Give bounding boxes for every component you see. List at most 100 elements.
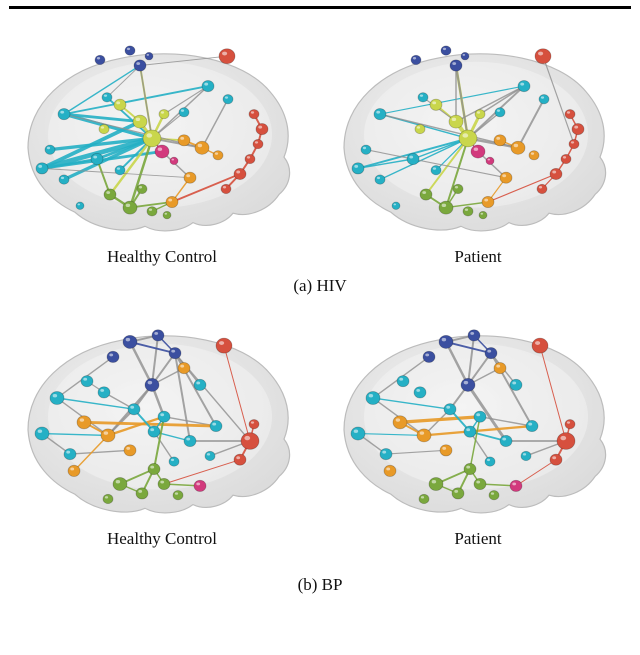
brain-node-highlight xyxy=(538,186,543,189)
brain-node xyxy=(568,138,580,150)
brain-edge xyxy=(469,430,507,442)
brain-node-highlight xyxy=(368,394,374,398)
brain-node xyxy=(438,334,454,349)
panel-bp-patient: Patient xyxy=(328,312,628,549)
brain-node-highlight xyxy=(441,203,447,208)
brain-node-highlight xyxy=(180,136,185,140)
brain-node-highlight xyxy=(382,450,387,454)
brain-node-highlight xyxy=(409,155,414,159)
brain-node-highlight xyxy=(540,96,545,99)
brain-node-highlight xyxy=(513,143,519,148)
brain-node-highlight xyxy=(157,147,163,151)
brain-edge xyxy=(422,96,457,123)
brain-node xyxy=(127,403,141,416)
brain-node xyxy=(392,415,408,430)
brain-node xyxy=(564,109,576,120)
brain-edge xyxy=(372,397,451,410)
brain-node xyxy=(204,450,216,462)
brain-node xyxy=(67,464,81,477)
brain-node xyxy=(122,200,138,215)
brain-node-highlight xyxy=(441,337,447,342)
brain-node xyxy=(440,45,452,56)
brain-edge xyxy=(201,98,229,149)
brain-node xyxy=(212,150,224,161)
brain-edge xyxy=(479,483,517,487)
brain-node xyxy=(499,171,513,184)
brain-node-highlight xyxy=(196,381,201,385)
brain-node-highlight xyxy=(535,341,541,345)
brain-node xyxy=(360,144,372,155)
brain-node-highlight xyxy=(70,467,75,471)
brain-node xyxy=(133,59,147,72)
brain-edge xyxy=(455,85,525,123)
brain-node xyxy=(549,167,563,180)
brain-node-highlight xyxy=(106,191,111,195)
brain-node-highlight xyxy=(454,186,459,189)
brain-edge xyxy=(357,158,414,170)
brain-node xyxy=(564,419,576,430)
brain-node-highlight xyxy=(93,155,98,159)
brain-node xyxy=(422,350,436,363)
brain-node-highlight xyxy=(476,413,481,417)
brain-node-highlight xyxy=(446,405,451,409)
brain-node xyxy=(233,453,247,466)
brain-node-highlight xyxy=(104,496,109,499)
brain-node xyxy=(396,375,410,388)
brain-node-highlight xyxy=(147,380,153,385)
brain-node-highlight xyxy=(484,198,489,202)
brain-node xyxy=(473,478,487,490)
brain-node-highlight xyxy=(463,380,469,385)
brain-node-highlight xyxy=(496,136,501,140)
brain-node xyxy=(35,162,49,175)
brain-node-highlight xyxy=(196,482,201,486)
brain-figure-hiv-patient xyxy=(343,45,607,232)
brain-node xyxy=(478,210,488,220)
brain-node-highlight xyxy=(490,492,495,495)
brain-node-highlight xyxy=(250,111,255,114)
brain-node-highlight xyxy=(258,125,263,129)
brain-edge xyxy=(95,137,154,161)
brain-node xyxy=(410,54,422,65)
brain-node-highlight xyxy=(412,57,417,60)
brain-node xyxy=(194,140,210,155)
brain-node-highlight xyxy=(574,125,579,129)
brain-node-highlight xyxy=(487,349,492,353)
brain-node-highlight xyxy=(451,117,457,122)
brain-node-highlight xyxy=(219,341,225,345)
brain-node xyxy=(536,183,548,194)
brain-figure-hiv-healthy xyxy=(27,45,291,232)
brain-node xyxy=(57,108,71,121)
brain-edge xyxy=(56,397,135,410)
brain-edge xyxy=(62,112,142,124)
brain-node xyxy=(75,201,85,210)
brain-node-highlight xyxy=(125,337,131,342)
brain-node xyxy=(255,123,269,136)
brain-node xyxy=(448,114,464,129)
brain-edge xyxy=(445,340,492,355)
brain-node xyxy=(248,109,260,120)
brain-node xyxy=(439,444,453,457)
figure-a-hiv: Healthy Control Patient (a) HIV xyxy=(0,30,640,296)
brain-node xyxy=(481,196,495,208)
subcaption-b-bp: (b) BP xyxy=(297,575,343,594)
brain-node-highlight xyxy=(250,421,255,424)
brain-node-highlight xyxy=(116,101,121,105)
brain-node xyxy=(417,92,429,103)
brain-node xyxy=(97,386,111,399)
brain-node-highlight xyxy=(425,353,430,357)
brain-node-highlight xyxy=(486,458,491,462)
brain-node xyxy=(463,425,477,438)
brain-edge xyxy=(385,449,447,455)
brain-node xyxy=(418,493,430,505)
brain-node xyxy=(178,107,190,118)
brain-node-highlight xyxy=(174,492,179,495)
brain-edge xyxy=(365,149,507,179)
brain-node xyxy=(413,386,427,399)
brain-node-highlight xyxy=(496,109,501,112)
brain-figure-bp-healthy xyxy=(27,329,291,514)
brain-node-highlight xyxy=(126,446,131,450)
figure-a-row: Healthy Control Patient xyxy=(0,30,640,267)
brain-node-highlight xyxy=(442,47,447,51)
brain-node-highlight xyxy=(432,101,437,105)
brain-edge xyxy=(539,345,567,442)
